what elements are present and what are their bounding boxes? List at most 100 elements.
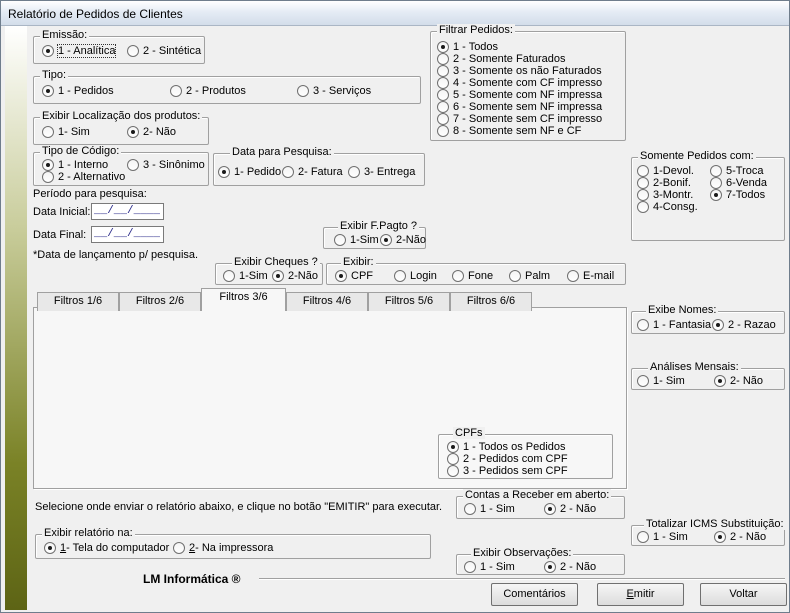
radio-icon xyxy=(452,270,464,282)
somente-pedidos-group: Somente Pedidos com: 1-Devol. 2-Bonif. 3… xyxy=(631,150,785,241)
comentarios-button[interactable]: Comentários xyxy=(491,583,578,606)
radio-selected-icon xyxy=(447,441,459,453)
tab-filtros-2[interactable]: Filtros 2/6 xyxy=(119,292,201,311)
nomes-fantasia-radio[interactable]: 1 - Fantasia xyxy=(637,319,711,331)
radio-icon xyxy=(282,166,294,178)
exibir-cpf-radio[interactable]: CPF xyxy=(335,270,373,282)
filtrar-sem-cf-radio[interactable]: 7 - Somente sem CF impresso xyxy=(437,113,602,125)
filtrar-faturados-radio[interactable]: 2 - Somente Faturados xyxy=(437,53,566,65)
somente-consg-radio[interactable]: 4-Consg. xyxy=(637,201,698,213)
radio-selected-icon xyxy=(714,375,726,387)
emitir-button[interactable]: Emitir xyxy=(597,583,684,606)
fpagto-group: Exibir F.Pagto ? 1-Sim 2-Não xyxy=(323,220,426,249)
tipo-servicos-radio[interactable]: 3 - Serviços xyxy=(297,85,371,97)
somente-venda-radio[interactable]: 6-Venda xyxy=(710,177,767,189)
periodo-label: Período para pesquisa: xyxy=(33,188,147,200)
codigo-sinonimo-radio[interactable]: 3 - Sinônimo xyxy=(127,159,205,171)
radio-selected-icon xyxy=(544,561,556,573)
cpfs-group: CPFs 1 - Todos os Pedidos 2 - Pedidos co… xyxy=(438,427,613,479)
emissao-sintetica-radio[interactable]: 2 - Sintética xyxy=(127,45,201,57)
title-bar: Relatório de Pedidos de Clientes xyxy=(1,1,789,26)
cpfs-sem-radio[interactable]: 3 - Pedidos sem CPF xyxy=(447,465,568,477)
radio-icon xyxy=(637,177,649,189)
tab-filtros-3[interactable]: Filtros 3/6 xyxy=(201,288,286,311)
filtrar-pedidos-group: Filtrar Pedidos: 1 - Todos 2 - Somente F… xyxy=(430,24,626,141)
somente-todos-radio[interactable]: 7-Todos xyxy=(710,189,765,201)
relatorio-impressora-radio[interactable]: 2 - Na impressora xyxy=(173,542,273,554)
tipo-produtos-radio[interactable]: 2 - Produtos xyxy=(170,85,246,97)
cheques-group: Exibir Cheques ? 1-Sim 2-Não xyxy=(215,256,323,285)
form-content: Emissão: 1 - Analítica 2 - Sintética Tip… xyxy=(27,24,789,612)
radio-selected-icon xyxy=(272,270,284,282)
contas-group: Contas a Receber em aberto: 1 - Sim 2 - … xyxy=(456,489,625,519)
exibir-palm-radio[interactable]: Palm xyxy=(509,270,550,282)
emissao-analitica-radio[interactable]: 1 - Analítica xyxy=(42,44,117,58)
nomes-razao-radio[interactable]: 2 - Razao xyxy=(712,319,776,331)
relatorio-tela-radio[interactable]: 1 - Tela do computador xyxy=(44,542,169,554)
instrucao-text: Selecione onde enviar o relatório abaixo… xyxy=(35,501,443,513)
observacoes-nao-radio[interactable]: 2 - Não xyxy=(544,561,596,573)
somente-bonif-radio[interactable]: 2-Bonif. xyxy=(637,177,691,189)
radio-icon xyxy=(127,159,139,171)
tipo-pedidos-radio[interactable]: 1 - Pedidos xyxy=(42,85,114,97)
observacoes-sim-radio[interactable]: 1 - Sim xyxy=(464,561,515,573)
data-fatura-radio[interactable]: 2- Fatura xyxy=(282,166,343,178)
exibir-group: Exibir: CPF Login Fone Palm E-mail xyxy=(326,256,626,285)
cpfs-todos-radio[interactable]: 1 - Todos os Pedidos xyxy=(447,441,566,453)
filtrar-com-nf-radio[interactable]: 5 - Somente com NF impressa xyxy=(437,89,602,101)
analises-sim-radio[interactable]: 1- Sim xyxy=(637,375,685,387)
localizacao-nao-radio[interactable]: 2- Não xyxy=(127,126,176,138)
filtrar-nao-faturados-radio[interactable]: 3 - Somente os não Faturados xyxy=(437,65,602,77)
radio-icon xyxy=(173,542,185,554)
somente-montr-radio[interactable]: 3-Montr. xyxy=(637,189,693,201)
tab-filtros-4[interactable]: Filtros 4/6 xyxy=(286,292,368,311)
analises-group: Análises Mensais: 1- Sim 2- Não xyxy=(631,361,785,390)
tab-filtros-1[interactable]: Filtros 1/6 xyxy=(37,292,119,311)
exibir-email-radio[interactable]: E-mail xyxy=(567,270,614,282)
radio-icon xyxy=(437,77,449,89)
cheques-sim-radio[interactable]: 1-Sim xyxy=(223,270,268,282)
exibir-fone-radio[interactable]: Fone xyxy=(452,270,493,282)
analises-nao-radio[interactable]: 2- Não xyxy=(714,375,763,387)
data-final-input[interactable]: __/__/____ xyxy=(91,226,164,243)
filtrar-sem-nf-cf-radio[interactable]: 8 - Somente sem NF e CF xyxy=(437,125,581,137)
tab-filtros-6[interactable]: Filtros 6/6 xyxy=(450,292,532,311)
icms-nao-radio[interactable]: 2 - Não xyxy=(714,531,766,543)
radio-icon xyxy=(223,270,235,282)
data-pesquisa-group: Data para Pesquisa: 1- Pedido 2- Fatura … xyxy=(213,146,425,186)
cpfs-com-radio[interactable]: 2 - Pedidos com CPF xyxy=(447,453,568,465)
tab-filtros-5[interactable]: Filtros 5/6 xyxy=(368,292,450,311)
radio-icon xyxy=(447,465,459,477)
radio-selected-icon xyxy=(437,41,449,53)
tipo-group: Tipo: 1 - Pedidos 2 - Produtos 3 - Servi… xyxy=(33,69,421,104)
radio-icon xyxy=(437,125,449,137)
filtrar-todos-radio[interactable]: 1 - Todos xyxy=(437,41,498,53)
codigo-alternativo-radio[interactable]: 2 - Alternativo xyxy=(42,171,125,183)
radio-selected-icon xyxy=(127,126,139,138)
contas-sim-radio[interactable]: 1 - Sim xyxy=(464,503,515,515)
radio-icon xyxy=(42,171,54,183)
fpagto-nao-radio[interactable]: 2-Não xyxy=(380,234,426,246)
filtrar-sem-nf-radio[interactable]: 6 - Somente sem NF impressa xyxy=(437,101,602,113)
exibir-login-radio[interactable]: Login xyxy=(394,270,437,282)
radio-icon xyxy=(637,165,649,177)
data-pedido-radio[interactable]: 1- Pedido xyxy=(218,166,281,178)
radio-icon xyxy=(348,166,360,178)
somente-devol-radio[interactable]: 1-Devol. xyxy=(637,165,694,177)
somente-troca-radio[interactable]: 5-Troca xyxy=(710,165,764,177)
data-entrega-radio[interactable]: 3- Entrega xyxy=(348,166,415,178)
voltar-button[interactable]: Voltar xyxy=(700,583,787,606)
radio-icon xyxy=(567,270,579,282)
contas-nao-radio[interactable]: 2 - Não xyxy=(544,503,596,515)
analises-label: Análises Mensais: xyxy=(648,361,741,373)
codigo-interno-radio[interactable]: 1 - Interno xyxy=(42,159,108,171)
icms-sim-radio[interactable]: 1 - Sim xyxy=(637,531,688,543)
localizacao-sim-radio[interactable]: 1- Sim xyxy=(42,126,90,138)
filtrar-com-cf-radio[interactable]: 4 - Somente com CF impresso xyxy=(437,77,602,89)
data-inicial-input[interactable]: __/__/____ xyxy=(91,203,164,220)
cheques-nao-radio[interactable]: 2-Não xyxy=(272,270,318,282)
fpagto-sim-radio[interactable]: 1-Sim xyxy=(334,234,379,246)
left-gradient-bar xyxy=(5,26,27,610)
data-inicial-label: Data Inicial: xyxy=(33,206,91,218)
